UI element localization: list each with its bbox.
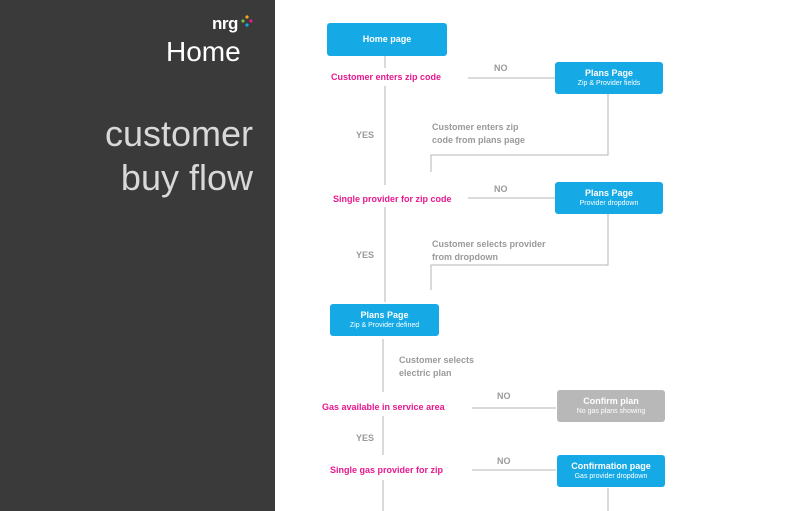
no-label-2: NO — [494, 184, 508, 194]
plans-page-provider-box: Plans Page Provider dropdown — [555, 182, 663, 214]
confirmation-page-box: Confirmation page Gas provider dropdown — [557, 455, 665, 487]
question-enters-zip: Customer enters zip code — [331, 72, 442, 82]
home-page-box: Home page — [327, 23, 447, 56]
confirm-plan-box: Confirm plan No gas plans showing — [557, 390, 665, 422]
note-enters-zip-plans: Customer enters zip code from plans page — [432, 121, 525, 147]
note-line-2: from dropdown — [432, 252, 498, 262]
product-name: Home — [166, 36, 241, 67]
plans-page-zip-box: Plans Page Zip & Provider fields — [555, 62, 663, 94]
box-subtitle: No gas plans showing — [576, 408, 646, 415]
box-subtitle: Provider dropdown — [579, 200, 639, 207]
no-label-1: NO — [494, 63, 508, 73]
box-title: Confirmation page — [571, 461, 651, 471]
title-line-1: customer — [104, 113, 253, 154]
sidebar: nrg Home customer buy flow — [0, 0, 275, 511]
plans-page-defined-box: Plans Page Zip & Provider defined — [330, 304, 439, 336]
box-subtitle: Gas provider dropdown — [574, 473, 648, 480]
box-title: Confirm plan — [583, 396, 639, 406]
yes-label-3: YES — [356, 433, 375, 443]
box-subtitle: Zip & Provider defined — [349, 322, 420, 329]
note-line-1: Customer enters zip — [432, 122, 519, 132]
no-label-3: NO — [497, 391, 511, 401]
note-line-1: Customer selects provider — [432, 239, 546, 249]
note-line-1: Customer selects — [399, 355, 475, 365]
home-page-label: Home page — [362, 34, 412, 44]
nrg-logo-dots-icon — [241, 15, 253, 27]
no-label-4: NO — [497, 456, 511, 466]
box-title: Plans Page — [584, 68, 634, 78]
note-line-2: electric plan — [399, 368, 452, 378]
note-line-2: code from plans page — [432, 135, 526, 145]
box-subtitle: Zip & Provider fields — [577, 80, 641, 87]
page-title: customer buy flow — [13, 112, 253, 200]
yes-label-2: YES — [356, 250, 375, 260]
note-selects-provider: Customer selects provider from dropdown — [432, 238, 546, 264]
question-single-provider: Single provider for zip code — [333, 194, 452, 204]
question-single-gas: Single gas provider for zip — [330, 465, 444, 475]
box-title: Plans Page — [360, 310, 409, 320]
question-gas-available: Gas available in service area — [322, 402, 445, 412]
yes-label-1: YES — [356, 130, 375, 140]
note-selects-electric: Customer selects electric plan — [399, 354, 474, 380]
title-line-2: buy flow — [120, 157, 253, 198]
nrg-logo: nrg — [212, 14, 238, 33]
box-title: Plans Page — [584, 188, 634, 198]
